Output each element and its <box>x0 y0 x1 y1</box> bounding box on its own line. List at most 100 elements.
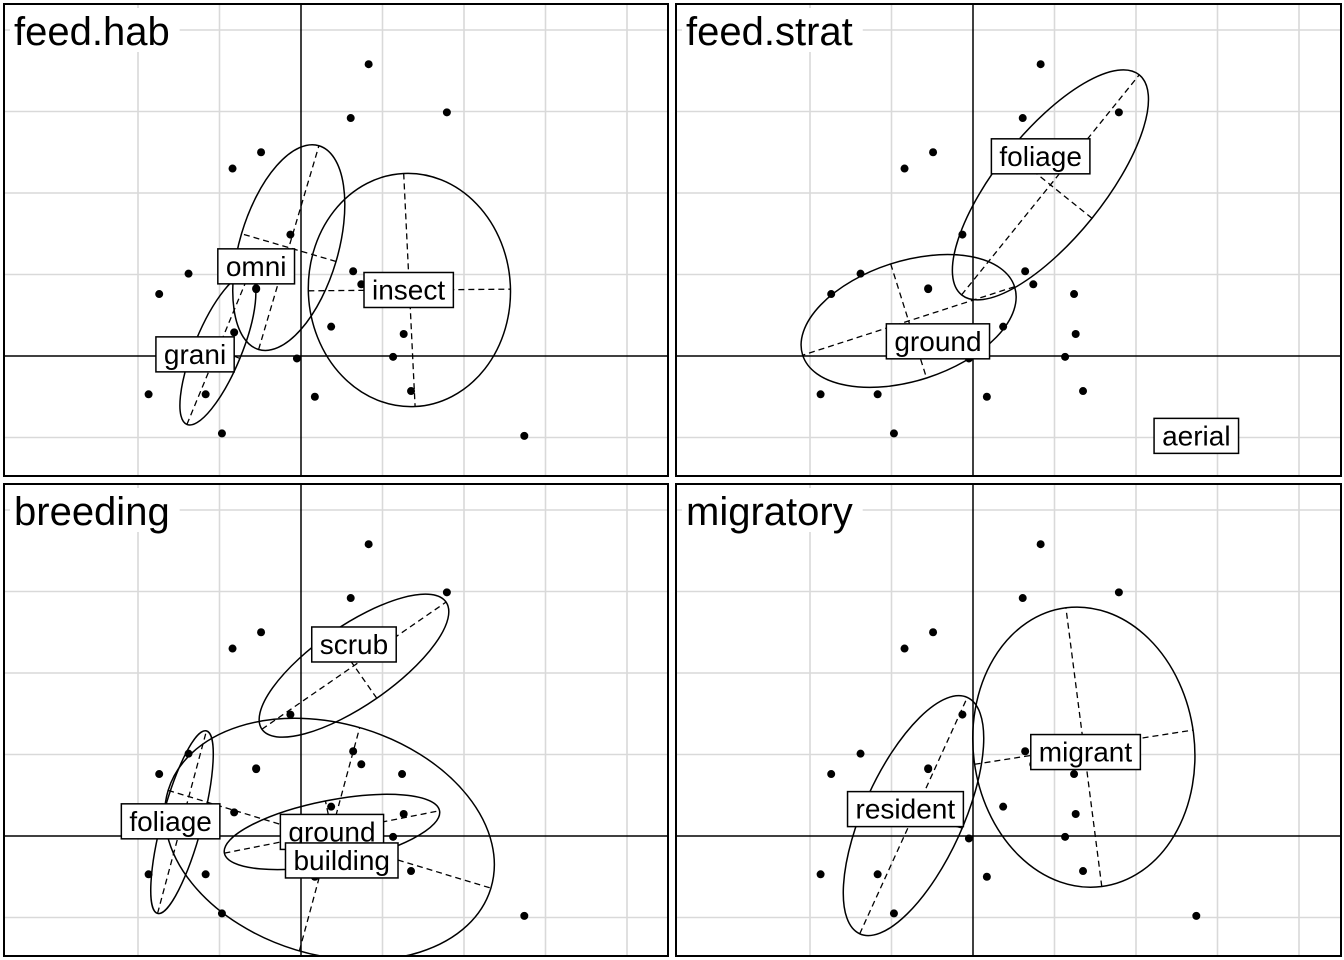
ellipse-axis-building-0 <box>167 789 492 889</box>
data-point <box>900 644 909 653</box>
ellipse-axis-foliage-1 <box>1008 150 1093 219</box>
title-background <box>682 8 863 52</box>
data-point <box>924 285 933 294</box>
data-point <box>1071 329 1080 338</box>
data-point <box>407 387 416 396</box>
data-point <box>228 644 237 653</box>
data-point <box>217 909 226 918</box>
data-point <box>1021 747 1030 756</box>
group-label-grani: grani <box>155 336 235 373</box>
group-label-text: building <box>293 845 390 876</box>
data-point <box>873 870 882 879</box>
data-point <box>349 747 358 756</box>
panel-title: migratory <box>686 490 853 534</box>
group-label-box <box>284 842 399 879</box>
data-point <box>827 770 836 779</box>
data-point <box>398 770 407 779</box>
data-point <box>184 749 193 758</box>
data-point <box>1070 290 1079 299</box>
data-point <box>873 390 882 399</box>
group-label-box <box>120 803 221 840</box>
data-point <box>346 114 355 123</box>
data-point <box>856 749 865 758</box>
data-point <box>407 867 416 876</box>
group-label-text: foliage <box>129 806 212 837</box>
data-point <box>520 431 529 440</box>
data-point <box>1071 809 1080 818</box>
data-point <box>958 710 967 719</box>
data-point <box>1070 770 1079 779</box>
data-point <box>230 808 239 817</box>
data-point <box>144 390 153 399</box>
group-label-resident: resident <box>846 790 965 828</box>
panel-3: migrant resident migratory <box>675 483 1342 957</box>
data-point <box>816 390 825 399</box>
group-label-text: grani <box>164 339 226 370</box>
group-label-box <box>1030 733 1142 771</box>
data-point <box>292 354 301 363</box>
data-point <box>1018 594 1027 603</box>
panel-title: feed.strat <box>686 10 853 54</box>
group-label-box <box>310 626 397 663</box>
group-label-insect: insect <box>363 271 455 309</box>
data-point <box>228 164 237 173</box>
data-point <box>816 870 825 879</box>
data-point <box>1036 540 1045 549</box>
data-point <box>982 872 991 881</box>
data-point <box>357 760 366 769</box>
data-point <box>310 392 319 401</box>
panel-title: breeding <box>14 490 170 534</box>
group-label-aerial: aerial <box>1153 417 1240 455</box>
title-background <box>682 488 863 532</box>
data-point <box>364 60 373 69</box>
ellipse-axis-omni-1 <box>241 233 337 263</box>
data-point <box>1114 108 1123 117</box>
data-point <box>1114 588 1123 597</box>
data-point <box>889 909 898 918</box>
group-label-box <box>363 271 455 309</box>
group-label-text: foliage <box>999 141 1082 172</box>
data-point <box>230 328 239 337</box>
data-point <box>958 230 967 239</box>
group-label-building: building <box>284 842 399 879</box>
data-point <box>364 540 373 549</box>
ellipse-axis-ground-0 <box>802 286 1015 356</box>
group-label-text: scrub <box>320 629 388 660</box>
group-label-scrub: scrub <box>310 626 397 663</box>
panel-border <box>675 3 1342 477</box>
title-background <box>10 488 180 532</box>
group-label-foliage: foliage <box>990 138 1091 175</box>
panel-title: feed.hab <box>14 10 170 54</box>
data-point <box>1061 832 1070 841</box>
panel-border <box>3 3 669 477</box>
data-point <box>900 164 909 173</box>
group-label-text: omni <box>226 251 287 282</box>
plot-area: migrant resident <box>676 484 1341 956</box>
group-label-migrant: migrant <box>1030 733 1142 771</box>
group-label-text: aerial <box>1162 420 1230 451</box>
panel-0: omni insect grani feed.hab <box>3 3 669 477</box>
group-label-omni: omni <box>217 248 296 285</box>
data-point <box>201 870 210 879</box>
data-point <box>964 834 973 843</box>
data-point <box>155 770 164 779</box>
data-point <box>1061 352 1070 361</box>
data-point <box>442 588 451 597</box>
data-point <box>286 710 295 719</box>
group-label-box <box>990 138 1091 175</box>
data-point <box>217 429 226 438</box>
data-point <box>520 911 529 920</box>
data-point <box>856 269 865 278</box>
group-label-box <box>885 323 991 360</box>
title-background <box>10 8 180 52</box>
data-point <box>257 628 266 637</box>
data-point <box>1029 280 1038 289</box>
plot-area: omni insect grani <box>4 4 668 476</box>
data-point <box>1079 867 1088 876</box>
panel-border <box>3 483 669 957</box>
